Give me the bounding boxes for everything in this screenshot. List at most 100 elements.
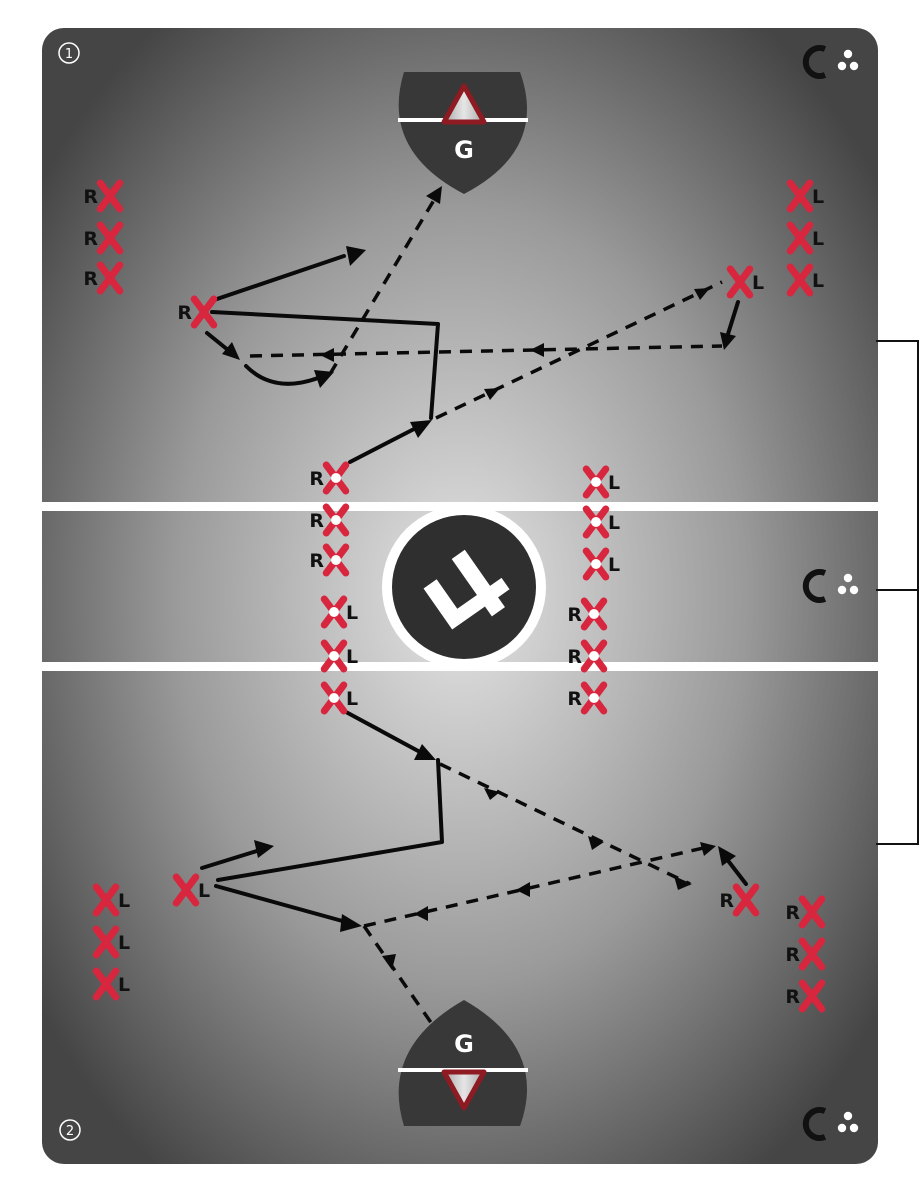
player-x-mark — [92, 967, 120, 1001]
player-bottom-attacker-left: L — [172, 873, 210, 907]
player-label: L — [346, 688, 358, 710]
player-label: R — [309, 510, 324, 532]
player-label: L — [118, 932, 130, 954]
ball-icon — [329, 607, 339, 617]
player-x-mark — [96, 261, 124, 295]
player-mid-left-1: R — [309, 461, 350, 495]
player-label: R — [719, 890, 734, 912]
player-bottom-left-line-2: L — [92, 925, 130, 959]
player-mid-right-3: L — [582, 547, 620, 581]
player-x-mark — [92, 925, 120, 959]
player-mid-left-2: R — [309, 503, 350, 537]
player-x-mark — [92, 883, 120, 917]
player-label: L — [812, 186, 824, 208]
player-label: R — [567, 688, 582, 710]
player-bottom-left-line-1: L — [92, 883, 130, 917]
goal-net-bottom — [441, 1069, 487, 1111]
svg-text:2: 2 — [66, 1124, 74, 1139]
panel-number-1: 1 — [58, 42, 80, 64]
player-label: L — [346, 602, 358, 624]
goal-top: G — [398, 72, 528, 194]
player-mid-right-6: R — [567, 681, 608, 715]
player-mid-left-4: L — [320, 595, 358, 629]
player-top-attacker-left: R — [177, 295, 218, 329]
player-top-left-line-3: R — [83, 261, 124, 295]
ball-icon — [591, 477, 601, 487]
player-label: R — [309, 550, 324, 572]
lf-logo-icon — [382, 505, 546, 669]
player-label: L — [118, 974, 130, 996]
ball-icon — [591, 517, 601, 527]
player-label: R — [83, 186, 98, 208]
player-label: R — [83, 228, 98, 250]
c-dots-logo-icon — [802, 569, 859, 603]
player-label: R — [567, 646, 582, 668]
player-x-mark — [96, 179, 124, 213]
play-arrows — [200, 186, 748, 1025]
player-label: R — [785, 944, 800, 966]
player-bottom-left-line-3: L — [92, 967, 130, 1001]
player-x-mark — [798, 979, 826, 1013]
player-x-mark — [190, 295, 218, 329]
player-label: R — [785, 986, 800, 1008]
player-bottom-right-line-3: R — [785, 979, 826, 1013]
player-x-mark — [786, 263, 814, 297]
player-top-right-line-3: L — [786, 263, 824, 297]
player-top-right-line-2: L — [786, 221, 824, 255]
ball-icon — [331, 473, 341, 483]
ball-icon — [331, 555, 341, 565]
player-label: L — [118, 890, 130, 912]
player-label: R — [567, 604, 582, 626]
ball-icon — [589, 609, 599, 619]
goal-bottom: G — [398, 1000, 528, 1126]
player-label: L — [752, 272, 764, 294]
player-mid-left-6: L — [320, 681, 358, 715]
player-label: L — [346, 646, 358, 668]
svg-text:G: G — [454, 136, 474, 164]
player-label: R — [83, 268, 98, 290]
player-mid-right-5: R — [567, 639, 608, 673]
panel-number-2: 2 — [59, 1119, 81, 1141]
player-x-mark — [172, 873, 200, 907]
ball-icon — [331, 515, 341, 525]
player-label: L — [812, 228, 824, 250]
player-mid-right-1: L — [582, 465, 620, 499]
player-label: R — [309, 468, 324, 490]
panel-bracket — [876, 340, 919, 845]
player-bottom-right-line-2: R — [785, 937, 826, 971]
player-label: L — [812, 270, 824, 292]
svg-text:1: 1 — [65, 47, 73, 62]
player-x-mark — [786, 221, 814, 255]
player-label: R — [785, 902, 800, 924]
player-top-attacker-right: L — [726, 265, 764, 299]
player-x-mark — [726, 265, 754, 299]
player-x-mark — [786, 179, 814, 213]
c-dots-logo-icon — [802, 1107, 859, 1141]
player-mid-left-5: L — [320, 639, 358, 673]
c-dots-logo-icon — [802, 45, 859, 79]
player-mid-right-2: L — [582, 505, 620, 539]
player-x-mark — [732, 883, 760, 917]
goal-net-top — [441, 83, 487, 125]
player-x-mark — [96, 221, 124, 255]
player-x-mark — [798, 895, 826, 929]
player-top-left-line-2: R — [83, 221, 124, 255]
ball-icon — [329, 693, 339, 703]
svg-text:G: G — [454, 1030, 474, 1058]
player-label: L — [198, 880, 210, 902]
player-mid-left-3: R — [309, 543, 350, 577]
ball-icon — [589, 651, 599, 661]
player-bottom-right-line-1: R — [785, 895, 826, 929]
player-top-left-line-1: R — [83, 179, 124, 213]
player-mid-right-4: R — [567, 597, 608, 631]
ball-icon — [591, 559, 601, 569]
player-top-right-line-1: L — [786, 179, 824, 213]
ball-icon — [589, 693, 599, 703]
player-label: L — [608, 554, 620, 576]
ball-icon — [329, 651, 339, 661]
player-bottom-attacker-right: R — [719, 883, 760, 917]
player-label: L — [608, 512, 620, 534]
player-x-mark — [798, 937, 826, 971]
